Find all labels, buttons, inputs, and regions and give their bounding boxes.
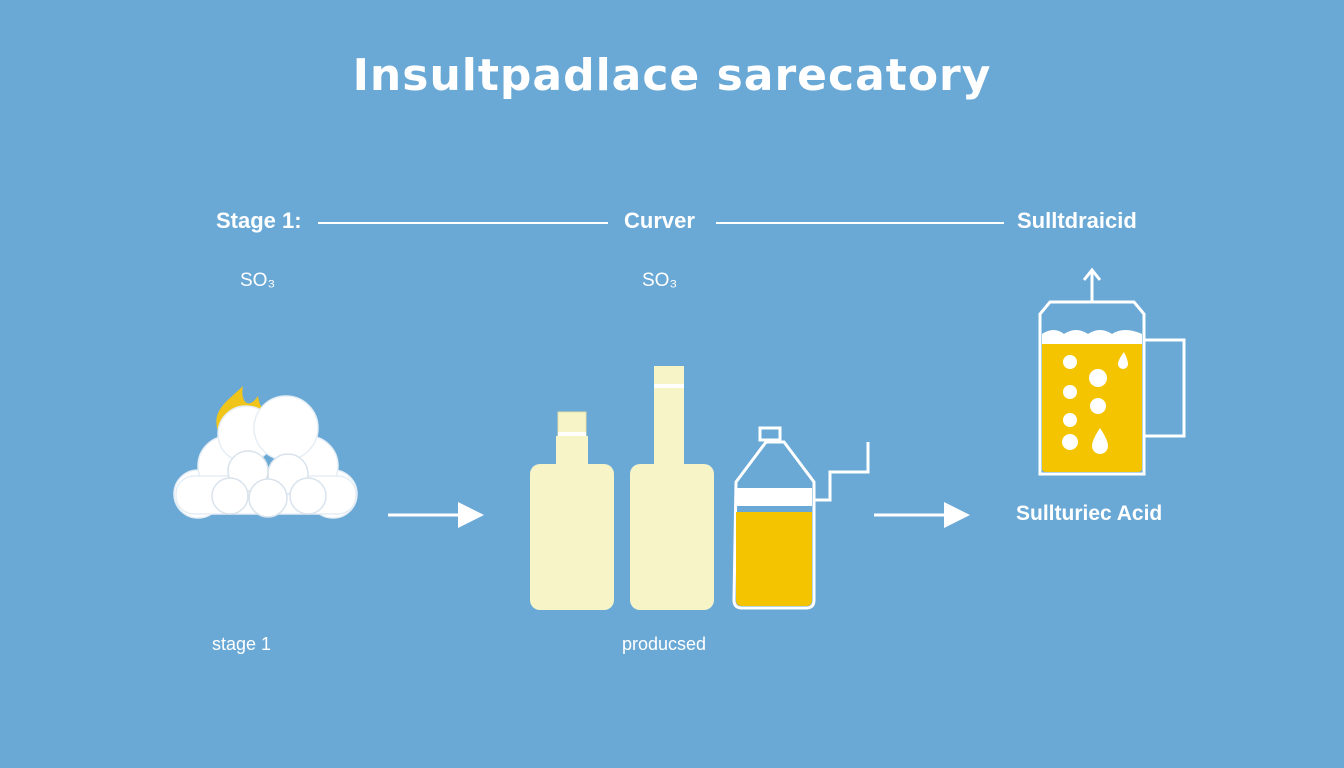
arrow-right-icon bbox=[388, 502, 484, 528]
final-caption: Sullturiec Acid bbox=[1016, 502, 1163, 525]
stage1-formula: SO₃ bbox=[240, 270, 276, 291]
diagram-title: Insultpadlace sarecatory bbox=[352, 50, 992, 101]
header-connector-line-1 bbox=[318, 222, 608, 224]
middle-caption: producsed bbox=[622, 634, 707, 654]
header-connector-line-2 bbox=[716, 222, 1004, 224]
burning-cloud-icon bbox=[173, 386, 358, 519]
vent-arrow bbox=[1082, 267, 1102, 302]
sulfuric-acid-tank-icon bbox=[1038, 267, 1186, 476]
bottle-2 bbox=[630, 366, 714, 610]
flask-with-acid bbox=[732, 426, 870, 610]
final-header: Sulltdraicid bbox=[1017, 208, 1137, 233]
middle-header: Curver bbox=[624, 208, 695, 233]
bottles-icon bbox=[530, 366, 870, 610]
arrow-right-icon-2 bbox=[874, 502, 970, 528]
stage1-caption: stage 1 bbox=[212, 634, 272, 654]
bottle-1 bbox=[530, 411, 614, 610]
stage1-header: Stage 1: bbox=[216, 208, 302, 233]
middle-formula: SO₃ bbox=[642, 270, 678, 291]
